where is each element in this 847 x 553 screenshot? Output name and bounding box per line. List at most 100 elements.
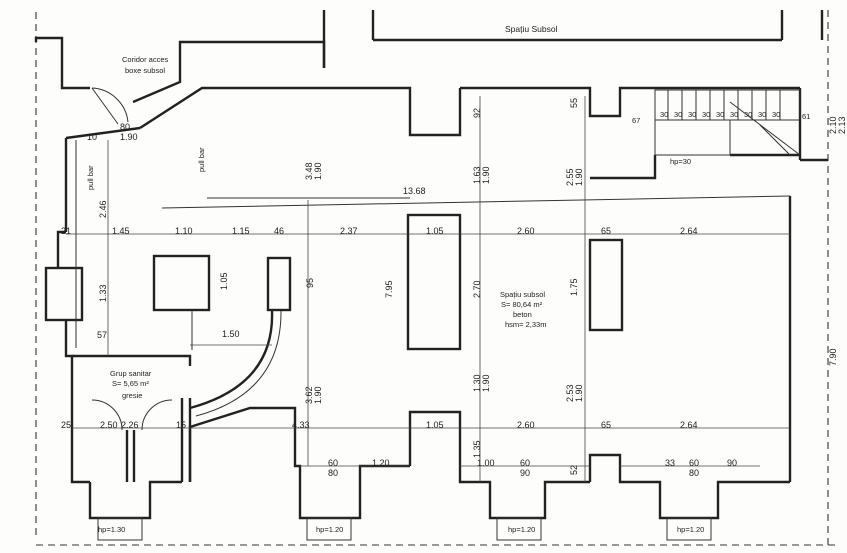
dim-46: 46 xyxy=(274,226,284,236)
stairs xyxy=(654,89,801,156)
dim-1-90-corridor: 1.90 xyxy=(120,132,138,142)
corridor-door-arc xyxy=(91,87,129,123)
sanitary-door-arc-2 xyxy=(141,399,173,431)
stair-landing-label: hp=30 xyxy=(670,157,691,166)
dim-80-a: 80 xyxy=(328,468,338,478)
dim-95: 95 xyxy=(305,278,315,288)
dim-2-37: 2.37 xyxy=(340,226,358,236)
dim-3-62: 3.62 xyxy=(304,386,314,404)
dim-2-60-bottom: 2.60 xyxy=(517,420,535,430)
pull-bar-top-label: pull bar xyxy=(197,147,206,172)
stair-step-3: 30 xyxy=(688,110,696,119)
dim-2-53: 2.53 xyxy=(565,384,575,402)
dim-1-00: 1.00 xyxy=(477,458,495,468)
dim-80-b: 80 xyxy=(689,468,699,478)
curved-wall-inner xyxy=(195,309,282,417)
dim-1-63: 1.63 xyxy=(472,166,482,184)
dim-13-68: 13.68 xyxy=(403,186,426,196)
dim-2-13: 2.13 xyxy=(837,116,847,134)
stair-start: 67 xyxy=(632,116,640,125)
dim-2-26: 2.26 xyxy=(121,420,139,430)
window-label-1: hp=1.30 xyxy=(98,525,125,534)
dim-2-55: 2.55 xyxy=(565,168,575,186)
dim-1-50: 1.50 xyxy=(222,329,240,339)
window-label-3: hp=1.20 xyxy=(508,525,535,534)
bottom-walls xyxy=(88,196,792,520)
dim-1-20: 1.20 xyxy=(372,458,390,468)
dim-1-33: 1.33 xyxy=(98,284,108,302)
inner-top-line xyxy=(161,195,791,209)
dim-1-90-d: 1.90 xyxy=(313,386,323,404)
room-label-4: hsm= 2,33m xyxy=(505,320,546,329)
left-window-box xyxy=(44,266,84,322)
window-niches xyxy=(97,517,712,541)
dim-65-bottom: 65 xyxy=(601,420,611,430)
dim-90-b: 90 xyxy=(727,458,737,468)
dim-1-35: 1.35 xyxy=(472,440,482,458)
dim-1-75: 1.75 xyxy=(569,278,579,296)
curved-wall xyxy=(189,309,274,410)
dim-90-a: 90 xyxy=(520,468,530,478)
dimension-lines xyxy=(66,96,790,482)
column-1 xyxy=(152,254,211,312)
dim-55: 55 xyxy=(569,98,579,108)
corridor-label-1: Coridor acces xyxy=(122,55,169,64)
stair-step-5: 30 xyxy=(716,110,724,119)
dim-4-33: 4.33 xyxy=(292,420,310,430)
stair-step-2: 30 xyxy=(674,110,682,119)
dim-2-70: 2.70 xyxy=(472,280,482,298)
room-label-2: S= 80,64 m² xyxy=(501,300,543,309)
dim-1-90-a: 1.90 xyxy=(313,162,323,180)
corridor-walls xyxy=(34,36,462,137)
sanitary-walls xyxy=(72,354,192,482)
dim-60-a: 60 xyxy=(328,458,338,468)
stair-step-1: 30 xyxy=(660,110,668,119)
stair-step-9: 30 xyxy=(772,110,780,119)
dim-1-90-c: 1.90 xyxy=(574,168,584,186)
dim-2-50: 2.50 xyxy=(100,420,118,430)
dim-80-c: 80 xyxy=(120,122,130,132)
room-label-3: beton xyxy=(513,310,532,319)
stair-step-4: 30 xyxy=(702,110,710,119)
stair-step-8: 30 xyxy=(758,110,766,119)
dim-3-48: 3.48 xyxy=(304,162,314,180)
window-label-2: hp=1.20 xyxy=(316,525,343,534)
dim-1-05-top: 1.05 xyxy=(426,226,444,236)
column-4 xyxy=(588,238,624,332)
dim-1-90-e: 1.90 xyxy=(481,374,491,392)
dim-1-90-f: 1.90 xyxy=(574,384,584,402)
dim-1-45: 1.45 xyxy=(112,226,130,236)
dim-33: 33 xyxy=(665,458,675,468)
dashed-boundary xyxy=(35,10,840,546)
dim-1-90-b: 1.90 xyxy=(481,166,491,184)
dim-1-15: 1.15 xyxy=(232,226,250,236)
dim-2-64-bottom: 2.64 xyxy=(680,420,698,430)
dim-2-10: 2.10 xyxy=(828,116,838,134)
dim-10: 10 xyxy=(87,132,97,142)
corridor-label-2: boxe subsol xyxy=(125,66,165,75)
sanitary-label-3: gresie xyxy=(122,391,142,400)
sanitary-label-1: Grup sanitar xyxy=(110,369,152,378)
stair-end: 61 xyxy=(802,112,810,121)
stair-step-6: 30 xyxy=(730,110,738,119)
dim-65-top: 65 xyxy=(601,226,611,236)
column-3 xyxy=(406,213,462,351)
dim-2-60-top: 2.60 xyxy=(517,226,535,236)
pull-bar-left-label: pull bar xyxy=(86,165,95,190)
dim-1-05-vertical: 1.05 xyxy=(219,272,229,290)
dim-92: 92 xyxy=(472,108,482,118)
dim-60-b: 60 xyxy=(520,458,530,468)
dim-15: 15 xyxy=(176,420,186,430)
dim-1-30: 1.30 xyxy=(472,374,482,392)
dim-1-05-bottom: 1.05 xyxy=(426,420,444,430)
corridor-door-leaf xyxy=(91,87,119,125)
top-space-label: Spațiu Subsol xyxy=(505,24,558,34)
column-2 xyxy=(266,256,292,312)
dim-60-c: 60 xyxy=(689,458,699,468)
dim-52: 52 xyxy=(569,465,579,475)
dim-2-46: 2.46 xyxy=(98,200,108,218)
dim-1-10: 1.10 xyxy=(175,226,193,236)
window-label-4: hp=1.20 xyxy=(677,525,704,534)
